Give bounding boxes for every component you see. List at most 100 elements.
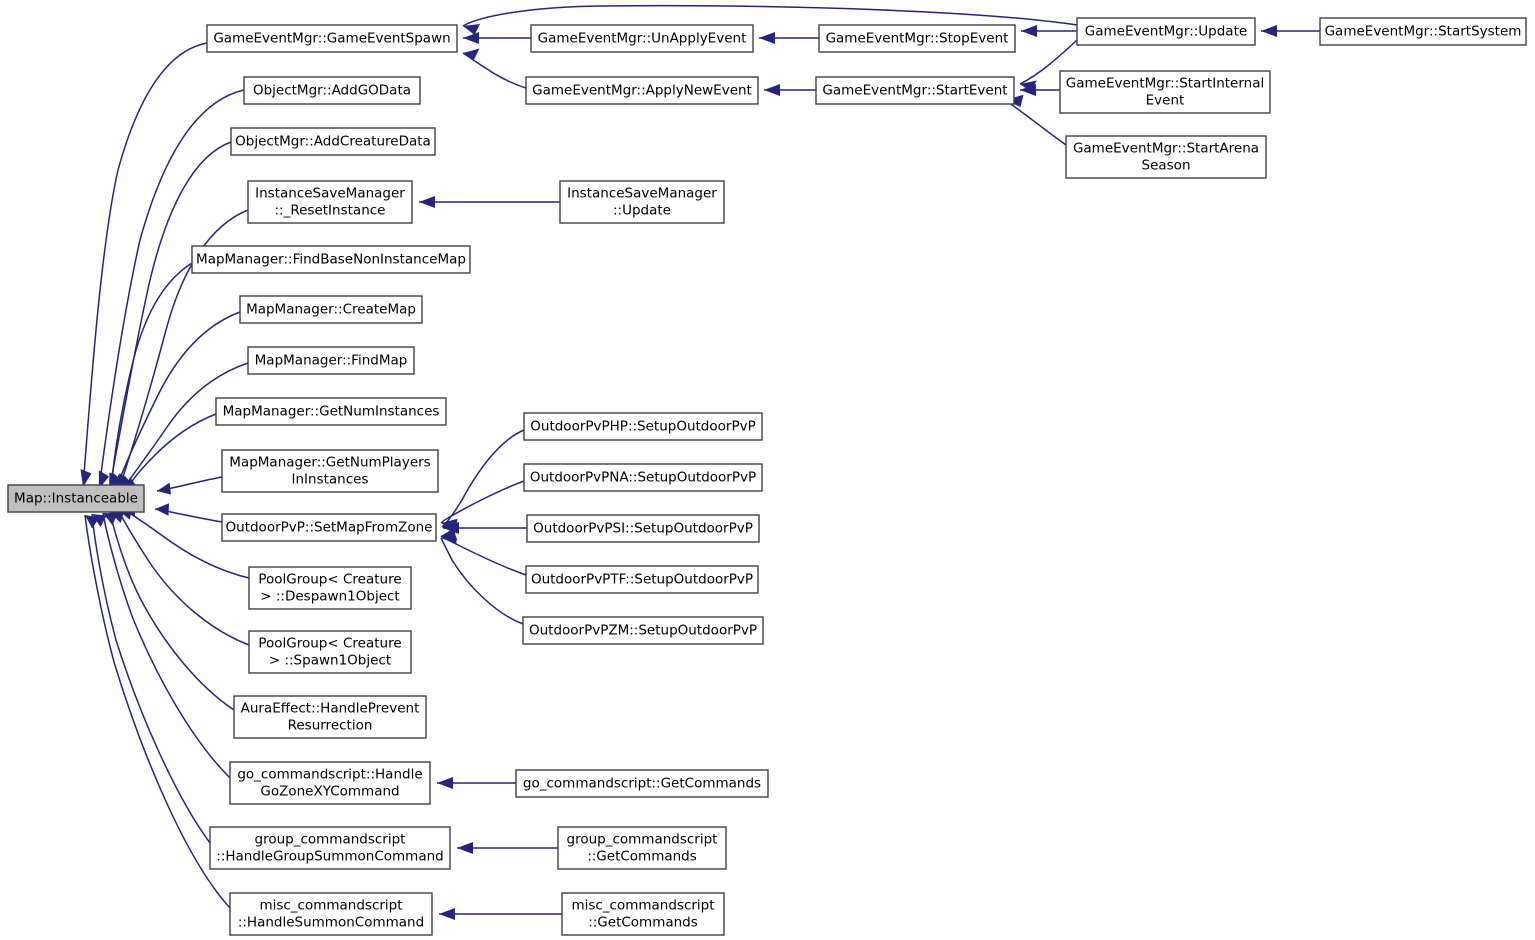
node-box[interactable] [530,24,754,53]
node-createmap[interactable]: MapManager::CreateMap [239,295,423,324]
edge-line [98,89,245,490]
node-despawn1object[interactable]: PoolGroup< Creature> ::Despawn1Object [248,566,412,610]
node-label: InstanceSaveManager::_ResetInstance [255,186,405,219]
edge-handlepreventresurrection-to-map_instanceable [109,510,235,711]
arrowhead-icon [419,196,435,208]
node-spawn1object[interactable]: PoolGroup< Creature> ::Spawn1Object [248,630,412,674]
node-label: OutdoorPvPSI::SetupOutdoorPvP [533,521,753,537]
edge-line [123,413,217,496]
arrowhead-icon [103,513,118,526]
node-label: Map::Instanceable [14,491,138,507]
arrowhead-icon [1261,25,1277,37]
edge-line [117,509,250,646]
node-startsystem[interactable]: GameEventMgr::StartSystem [1319,17,1527,46]
edge-pna_setup-to-setmapfromzone [440,480,525,531]
node-box[interactable] [209,826,451,870]
edge-gameeventspawn-to-map_instanceable [80,42,208,488]
node-gameeventspawn[interactable]: GameEventMgr::GameEventSpawn [206,24,458,53]
node-box[interactable] [191,245,471,274]
node-box[interactable] [239,295,423,324]
node-ptf_setup[interactable]: OutdoorPvPTF::SetupOutdoorPvP [525,565,759,594]
node-psi_setup[interactable]: OutdoorPvPSI::SetupOutdoorPvP [526,514,760,543]
node-applynewevent[interactable]: GameEventMgr::ApplyNewEvent [525,76,759,105]
node-box[interactable] [815,76,1015,105]
node-box[interactable] [229,761,431,805]
node-box[interactable] [1319,17,1527,46]
node-pzm_setup[interactable]: OutdoorPvPZM::SetupOutdoorPvP [522,616,764,645]
node-gem_update[interactable]: GameEventMgr::Update [1076,17,1256,46]
node-box[interactable] [1065,135,1267,179]
node-misc_getcommands[interactable]: misc_commandscript::GetCommands [561,892,725,936]
node-box[interactable] [206,24,458,53]
node-resetinstance[interactable]: InstanceSaveManager::_ResetInstance [247,180,413,224]
edge-stopevent-to-unapplyevent [759,32,819,44]
node-box[interactable] [1059,70,1271,114]
node-findbasenoninstancemap[interactable]: MapManager::FindBaseNonInstanceMap [191,245,471,274]
node-box[interactable] [559,180,725,224]
node-handlegroupsummon[interactable]: group_commandscript::HandleGroupSummonCo… [209,826,451,870]
node-pna_setup[interactable]: OutdoorPvPNA::SetupOutdoorPvP [523,463,763,492]
node-box[interactable] [243,76,421,105]
node-box[interactable] [557,826,727,870]
node-startevent[interactable]: GameEventMgr::StartEvent [815,76,1015,105]
node-box[interactable] [248,630,412,674]
node-label: PoolGroup< Creature> ::Spawn1Object [258,636,401,669]
node-stopevent[interactable]: GameEventMgr::StopEvent [818,24,1016,53]
node-handlesummon[interactable]: misc_commandscript::HandleSummonCommand [229,892,433,936]
node-box[interactable] [522,616,764,645]
node-ism_update[interactable]: InstanceSaveManager::Update [559,180,725,224]
arrowhead-icon [1020,84,1036,96]
edge-go_getcommands-to-handlegozonexy [437,777,516,789]
arrowhead-icon [80,469,92,487]
node-box[interactable] [215,397,447,426]
node-box[interactable] [1076,17,1256,46]
node-box[interactable] [523,463,763,492]
node-box[interactable] [248,566,412,610]
node-label: PoolGroup< Creature> ::Despawn1Object [258,572,401,605]
node-box[interactable] [230,127,436,156]
node-label: GameEventMgr::StopEvent [826,31,1009,47]
node-go_getcommands[interactable]: go_commandscript::GetCommands [515,769,769,798]
node-getnuminstances[interactable]: MapManager::GetNumInstances [215,397,447,426]
node-box[interactable] [247,346,415,375]
node-label: OutdoorPvPZM::SetupOutdoorPvP [529,623,757,639]
node-label: GameEventMgr::UnApplyEvent [538,31,747,47]
edge-pzm_setup-to-setmapfromzone [440,531,524,625]
node-box[interactable] [818,24,1016,53]
node-addcreaturedata[interactable]: ObjectMgr::AddCreatureData [230,127,436,156]
node-addgodata[interactable]: ObjectMgr::AddGOData [243,76,421,105]
edge-getnumplayers-to-map_instanceable [156,476,223,495]
node-unapplyevent[interactable]: GameEventMgr::UnApplyEvent [530,24,754,53]
edge-line [109,511,235,711]
edge-startevent-to-applynewevent [764,84,816,96]
node-label: GameEventMgr::ApplyNewEvent [532,83,752,99]
node-map_instanceable[interactable]: Map::Instanceable [7,484,145,513]
node-setmapfromzone[interactable]: OutdoorPvP::SetMapFromZone [221,513,437,542]
node-label: GameEventMgr::GameEventSpawn [213,31,450,47]
edge-line [110,262,193,493]
node-box[interactable] [7,484,145,513]
edge-line [102,512,231,779]
node-php_setup[interactable]: OutdoorPvPHP::SetupOutdoorPvP [523,412,763,441]
node-group_getcommands[interactable]: group_commandscript::GetCommands [557,826,727,870]
node-box[interactable] [526,514,760,543]
node-box[interactable] [221,449,439,493]
edge-startinternalevent-to-startevent [1020,84,1060,96]
node-box[interactable] [523,412,763,441]
node-box[interactable] [525,76,759,105]
node-box[interactable] [247,180,413,224]
node-box[interactable] [561,892,725,936]
node-findmap[interactable]: MapManager::FindMap [247,346,415,375]
node-box[interactable] [221,513,437,542]
node-box[interactable] [229,892,433,936]
node-box[interactable] [233,695,427,739]
node-box[interactable] [525,565,759,594]
node-box[interactable] [515,769,769,798]
